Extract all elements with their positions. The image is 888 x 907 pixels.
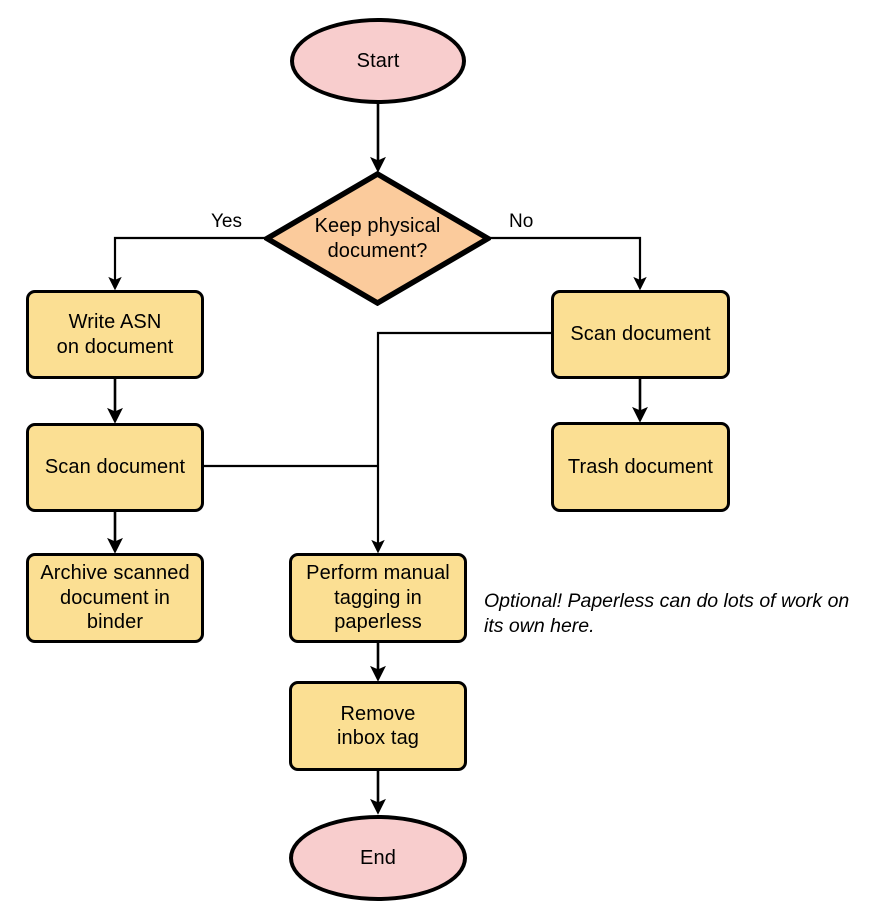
node-tagging-label: Perform manual tagging in paperless — [306, 561, 450, 634]
node-write-asn-label-line2: on document — [56, 335, 174, 358]
edge-decision-yes-to-write-asn — [108, 236, 265, 291]
node-write-asn-on-document[interactable]: Write ASN on document — [26, 290, 204, 379]
node-trash-document[interactable]: Trash document — [551, 422, 730, 512]
node-start-label: Start — [356, 49, 400, 72]
node-remove-inbox-label: Remove inbox tag — [337, 702, 419, 751]
node-keep-physical-document-decision[interactable]: Keep physical document? — [264, 171, 491, 306]
node-end-label: End — [360, 846, 396, 869]
node-tagging-label-line3: paperless — [334, 611, 422, 634]
node-scan-document-left[interactable]: Scan document — [26, 423, 204, 512]
node-archive-label-line3: binder — [86, 611, 144, 634]
annotation-optional-note-line1: Optional! Paperless can do lots of work … — [484, 590, 850, 612]
node-decision-label: Keep physical document? — [298, 214, 457, 263]
diamond-shape-icon — [264, 171, 491, 306]
node-scan-document-right[interactable]: Scan document — [551, 290, 730, 379]
node-decision-label-line2: document? — [327, 239, 428, 262]
node-perform-manual-tagging-in-paperless[interactable]: Perform manual tagging in paperless — [289, 553, 467, 643]
node-archive-label: Archive scanned document in binder — [40, 561, 189, 634]
edge-label-yes: Yes — [211, 211, 242, 232]
node-scan-document-left-label: Scan document — [44, 456, 186, 479]
node-tagging-label-line1: Perform manual — [306, 562, 450, 585]
edge-label-no: No — [509, 211, 534, 232]
node-write-asn-label-line1: Write ASN — [68, 311, 162, 334]
node-end[interactable]: End — [289, 815, 467, 901]
node-scan-document-right-label: Scan document — [570, 323, 711, 346]
node-archive-label-line1: Archive scanned — [40, 562, 190, 585]
node-archive-label-line2: document in — [59, 586, 171, 609]
node-trash-document-label: Trash document — [567, 455, 714, 478]
node-archive-scanned-document-in-binder[interactable]: Archive scanned document in binder — [26, 553, 204, 643]
annotation-optional-note-line2: its own here. — [484, 614, 595, 637]
node-remove-inbox-tag[interactable]: Remove inbox tag — [289, 681, 467, 771]
node-decision-label-line1: Keep physical — [314, 215, 441, 238]
annotation-optional-note: Optional! Paperless can do lots of work … — [484, 589, 888, 639]
node-write-asn-label: Write ASN on document — [57, 310, 174, 359]
node-remove-inbox-label-line2: inbox tag — [336, 727, 420, 749]
edge-scan-right-to-tagging — [371, 331, 551, 554]
node-remove-inbox-label-line1: Remove — [340, 702, 416, 725]
node-start[interactable]: Start — [290, 18, 466, 104]
edge-decision-no-to-scan-right — [490, 236, 647, 291]
node-tagging-label-line2: tagging in — [334, 586, 422, 609]
